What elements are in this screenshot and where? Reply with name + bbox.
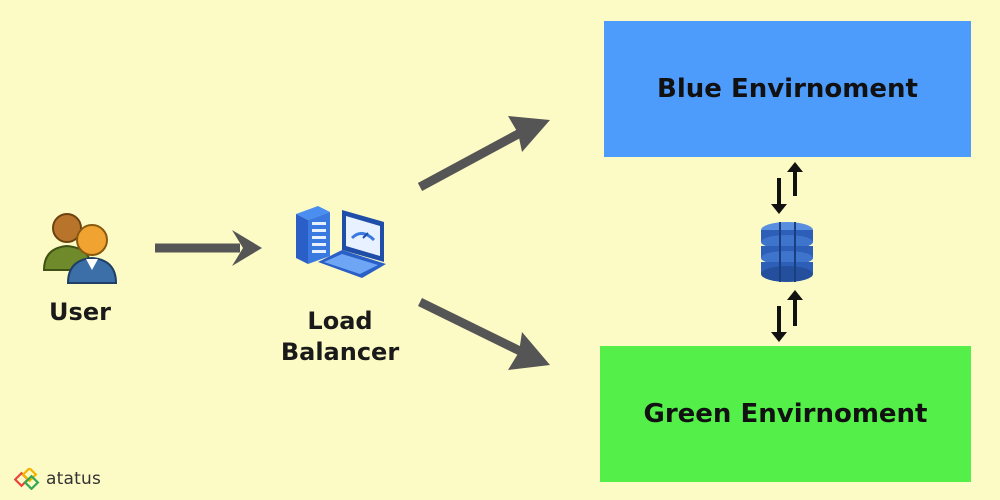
- arrow-user-to-load-balancer: [155, 230, 262, 266]
- arrow-db-green-bidirectional: [771, 290, 803, 342]
- arrow-lb-to-green: [418, 297, 550, 370]
- brand-logo: atatus: [14, 468, 101, 490]
- server-laptop-icon: [296, 206, 386, 278]
- load-balancer-label-line1: Load: [307, 307, 373, 335]
- brand-name: atatus: [46, 469, 101, 489]
- user-label: User: [49, 298, 111, 326]
- atatus-logo-icon: [14, 468, 40, 490]
- load-balancer-label-line2: Balancer: [280, 338, 400, 366]
- load-balancer-label: Load Balancer: [280, 306, 400, 368]
- arrow-lb-to-blue: [417, 116, 550, 191]
- green-environment-label: Green Envirnoment: [643, 399, 928, 429]
- blue-environment-label: Blue Envirnoment: [657, 74, 918, 104]
- arrow-blue-db-bidirectional: [771, 162, 803, 214]
- blue-environment-box: Blue Envirnoment: [604, 21, 971, 157]
- green-environment-box: Green Envirnoment: [600, 346, 971, 482]
- users-icon: [42, 213, 118, 284]
- database-icon: [761, 222, 813, 282]
